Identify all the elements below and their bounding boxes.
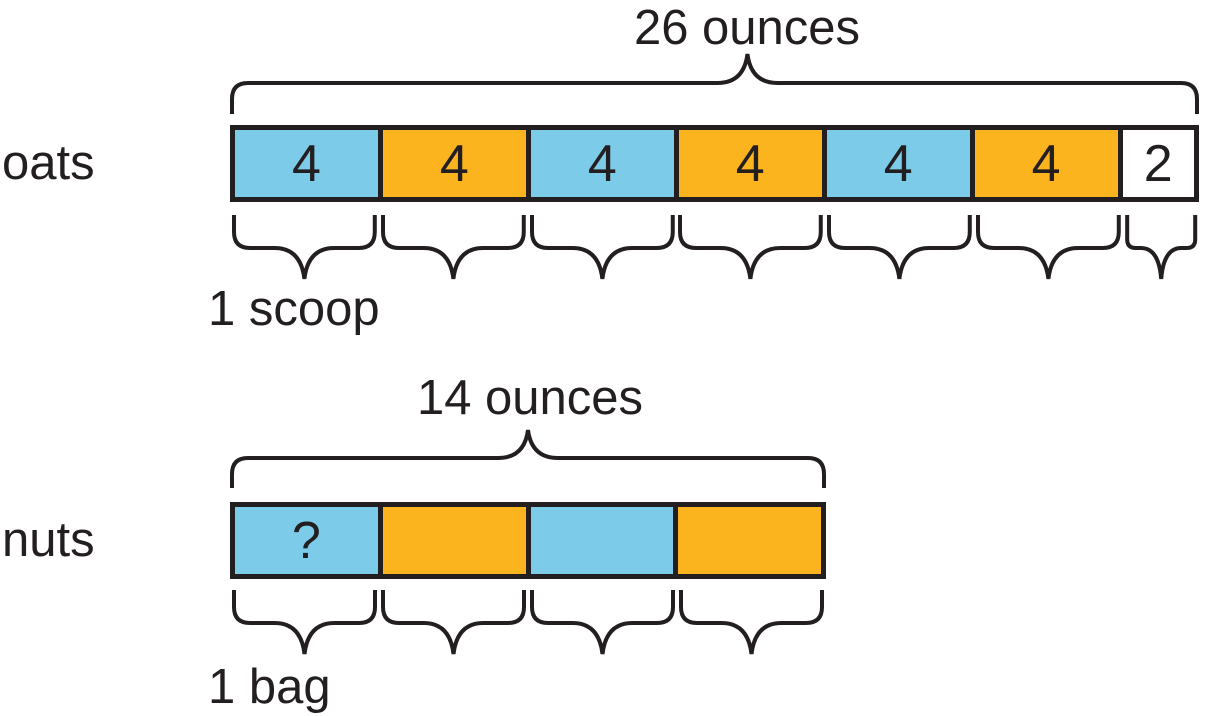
nuts-unit-braces <box>230 588 826 656</box>
unit-brace <box>530 590 675 655</box>
unit-brace-cell <box>379 588 528 656</box>
bar-segment: 4 <box>530 130 674 197</box>
oats-row-label: oats <box>2 136 95 191</box>
oats-unit-braces <box>230 213 1199 281</box>
unit-brace <box>827 215 972 280</box>
oats-total-brace <box>230 53 1199 114</box>
unit-brace <box>678 215 824 280</box>
unit-brace-cell <box>677 588 826 656</box>
unit-brace <box>232 215 377 280</box>
unit-brace <box>381 590 526 655</box>
unit-brace-cell <box>230 588 379 656</box>
unit-brace <box>1124 215 1197 280</box>
bar-segment: ? <box>235 507 378 574</box>
bar-segment: 4 <box>678 130 822 197</box>
nuts-total-brace <box>230 429 826 488</box>
oats-total-label: 26 ounces <box>633 1 861 55</box>
oats-unit-label: 1 scoop <box>208 282 380 336</box>
bar-segment: 2 <box>1122 130 1194 197</box>
unit-brace-cell <box>230 213 379 281</box>
bar-segment: 4 <box>974 130 1118 197</box>
unit-brace-cell <box>974 213 1123 281</box>
nuts-total-label: 14 ounces <box>416 371 644 425</box>
unit-brace-cell <box>825 213 974 281</box>
unit-brace <box>529 215 675 280</box>
nuts-bar: ? <box>230 502 826 579</box>
bar-segment <box>530 507 674 574</box>
unit-brace-cell <box>528 213 677 281</box>
bar-segment: 4 <box>235 130 378 197</box>
unit-brace <box>380 215 526 280</box>
nuts-unit-label: 1 bag <box>208 660 331 714</box>
unit-brace-cell <box>528 588 677 656</box>
nuts-row-label: nuts <box>2 513 95 568</box>
bar-segment: 4 <box>826 130 970 197</box>
unit-brace <box>975 215 1121 280</box>
bar-segment: 4 <box>382 130 526 197</box>
unit-brace <box>232 590 377 655</box>
bar-segment <box>382 507 526 574</box>
unit-brace-cell <box>676 213 825 281</box>
unit-brace-cell <box>379 213 528 281</box>
unit-brace-cell <box>1123 213 1199 281</box>
bar-segment <box>678 507 821 574</box>
unit-brace <box>679 590 824 655</box>
